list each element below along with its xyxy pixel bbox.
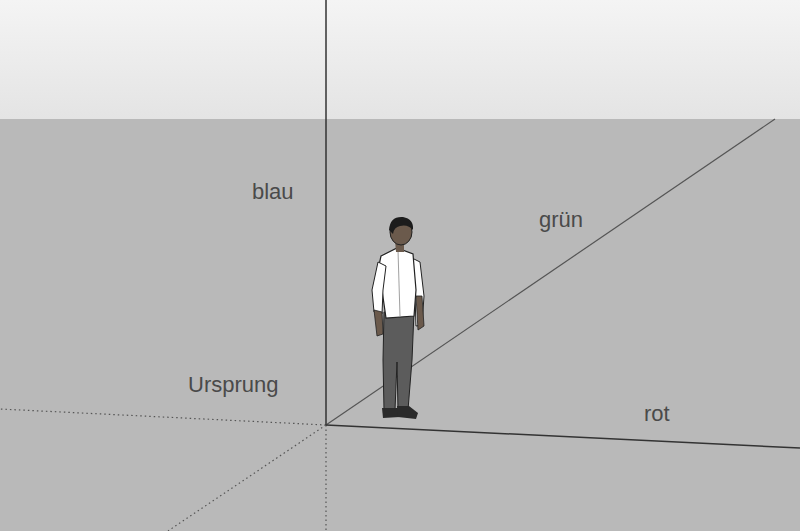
origin-label: Ursprung xyxy=(188,374,278,396)
axis-label: rot xyxy=(644,403,670,425)
sky xyxy=(0,0,800,119)
green-axis xyxy=(326,119,775,425)
person-figure xyxy=(372,217,424,419)
negative-green-axis xyxy=(168,425,326,531)
negative-red-axis xyxy=(0,409,326,425)
blue-axis xyxy=(325,0,327,425)
red-axis xyxy=(326,425,800,448)
axis-label: blau xyxy=(252,181,294,203)
negative-blue-axis xyxy=(325,425,326,531)
ground xyxy=(0,119,800,531)
axis-label: grün xyxy=(539,209,583,231)
